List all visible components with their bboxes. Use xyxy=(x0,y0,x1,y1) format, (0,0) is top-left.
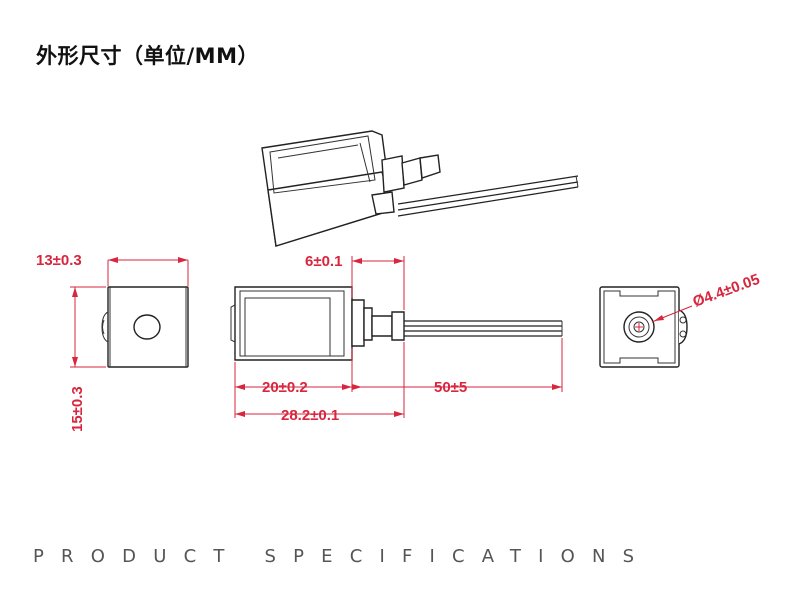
dim-diameter-label: Ø4.4±0.05 xyxy=(691,271,763,311)
side-view xyxy=(230,286,563,361)
dimension-lines xyxy=(70,256,693,418)
dim-nozzle-label: 6±0.1 xyxy=(305,253,342,270)
dim-width-label: 13±0.3 xyxy=(36,252,82,269)
end-view xyxy=(599,286,688,368)
dim-wire-length-label: 50±5 xyxy=(434,379,467,396)
dim-total-length-label: 28.2±0.1 xyxy=(281,407,339,424)
dim-body-length-label: 20±0.2 xyxy=(262,379,308,396)
isometric-view xyxy=(261,130,579,247)
footer-caption: PRODUCT SPECIFICATIONS xyxy=(33,546,652,567)
dim-height-label: 15±0.3 xyxy=(69,386,86,432)
page-title: 外形尺寸（单位/MM） xyxy=(36,44,259,68)
front-view xyxy=(101,286,189,368)
